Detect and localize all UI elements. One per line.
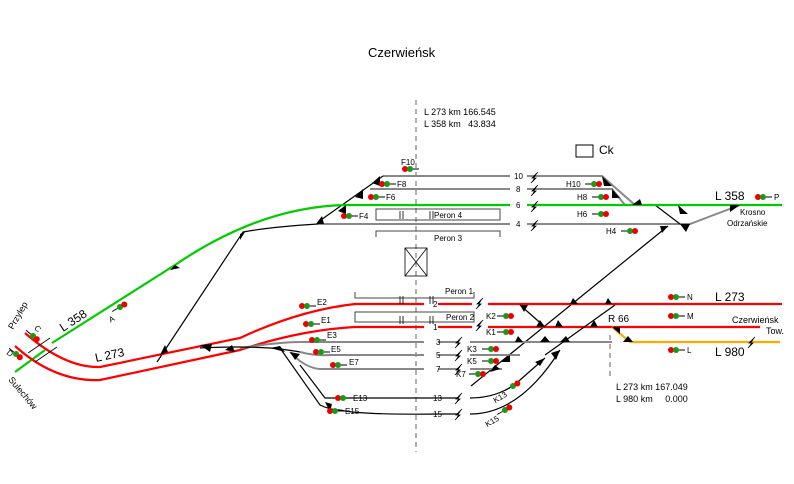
signal-f8: F8 bbox=[397, 180, 407, 189]
dest-krosno: Krosno bbox=[740, 208, 766, 217]
switch-markers bbox=[160, 176, 740, 412]
dest-sulechow: Sulechów bbox=[6, 375, 39, 412]
peron-1: Peron 1 bbox=[445, 287, 474, 296]
track-6: 6 bbox=[516, 201, 521, 210]
dest-odrzanskie: Odrzańskie bbox=[727, 219, 768, 228]
signal-e2: E2 bbox=[317, 298, 327, 307]
signal-m: M bbox=[687, 312, 694, 321]
line-980-track bbox=[611, 326, 780, 344]
km-top-2: L 358 km 43.834 bbox=[424, 119, 496, 129]
signal-k7: K7 bbox=[456, 370, 466, 379]
isolating-joints bbox=[27, 171, 756, 421]
ck-label: Ck bbox=[599, 143, 615, 157]
dest-przylep: Przylep bbox=[6, 300, 30, 331]
track-3: 3 bbox=[436, 338, 441, 347]
peron-4: Peron 4 bbox=[434, 211, 463, 220]
signal-e3: E3 bbox=[327, 331, 337, 340]
signal-e5: E5 bbox=[331, 345, 341, 354]
track-15: 15 bbox=[433, 410, 442, 419]
signal-k15: K15 bbox=[484, 414, 501, 429]
line-980-label: L 980 bbox=[715, 345, 745, 359]
signal-k5: K5 bbox=[467, 357, 477, 366]
ck-box bbox=[575, 144, 594, 158]
line-273-track-2 bbox=[24, 302, 782, 369]
track-10: 10 bbox=[514, 172, 523, 181]
track-5: 5 bbox=[436, 351, 441, 360]
line-273-track-1 bbox=[14, 325, 760, 382]
signal-f4: F4 bbox=[359, 212, 369, 221]
signal-p: P bbox=[774, 193, 779, 202]
r66-label: R 66 bbox=[608, 314, 630, 325]
dest-tow: Tow. bbox=[766, 326, 784, 336]
signal-e7: E7 bbox=[349, 358, 359, 367]
track-2: 2 bbox=[433, 300, 438, 309]
signal-h8: H8 bbox=[577, 193, 588, 202]
track-numbers: 10 8 6 4 2 1 3 5 7 13 15 bbox=[433, 172, 523, 419]
signal-k3: K3 bbox=[467, 345, 477, 354]
platforms: Peron 4 Peron 3 Peron 1 Peron 2 bbox=[354, 208, 501, 323]
dest-czerwiensk-tow: Czerwieńsk bbox=[732, 315, 779, 325]
signal-k2: K2 bbox=[486, 312, 496, 321]
track-4: 4 bbox=[516, 220, 521, 229]
track-13: 13 bbox=[433, 394, 442, 403]
track-8: 8 bbox=[516, 185, 521, 194]
km-bottom-1: L 273 km 167.049 bbox=[616, 382, 688, 392]
line-273-label: L 273 bbox=[715, 290, 745, 304]
signal-l: L bbox=[687, 346, 692, 355]
building-icon bbox=[404, 247, 428, 277]
signal-h4: H4 bbox=[606, 227, 617, 236]
signal-d: D bbox=[5, 348, 15, 359]
signals: F10 F8 F6 F4 E2 E1 E3 E5 E7 E13 E15 N M … bbox=[5, 158, 780, 429]
peron-3: Peron 3 bbox=[434, 234, 463, 243]
line-358-track bbox=[14, 203, 782, 373]
km-bottom-2: L 980 km 0.000 bbox=[616, 394, 688, 404]
km-top-1: L 273 km 166.545 bbox=[424, 107, 496, 117]
lower-tracks bbox=[199, 304, 616, 415]
signal-f10: F10 bbox=[401, 158, 415, 167]
signal-a: A bbox=[107, 314, 117, 325]
peron-2: Peron 2 bbox=[446, 313, 475, 322]
line-273-left-label: L 273 bbox=[94, 345, 126, 365]
signal-k13: K13 bbox=[492, 390, 509, 405]
station-title: Czerwieńsk bbox=[368, 45, 436, 60]
signal-k1: K1 bbox=[486, 328, 496, 337]
track-1: 1 bbox=[433, 323, 438, 332]
signal-e1: E1 bbox=[321, 316, 331, 325]
line-358-label: L 358 bbox=[715, 189, 745, 203]
signal-c: C bbox=[33, 323, 43, 334]
track-7: 7 bbox=[436, 365, 441, 374]
signal-f6: F6 bbox=[386, 193, 396, 202]
signal-n: N bbox=[687, 293, 693, 302]
signal-h10: H10 bbox=[566, 180, 581, 189]
signal-e15: E15 bbox=[345, 407, 360, 416]
signal-h6: H6 bbox=[577, 210, 588, 219]
signal-e13: E13 bbox=[353, 394, 368, 403]
